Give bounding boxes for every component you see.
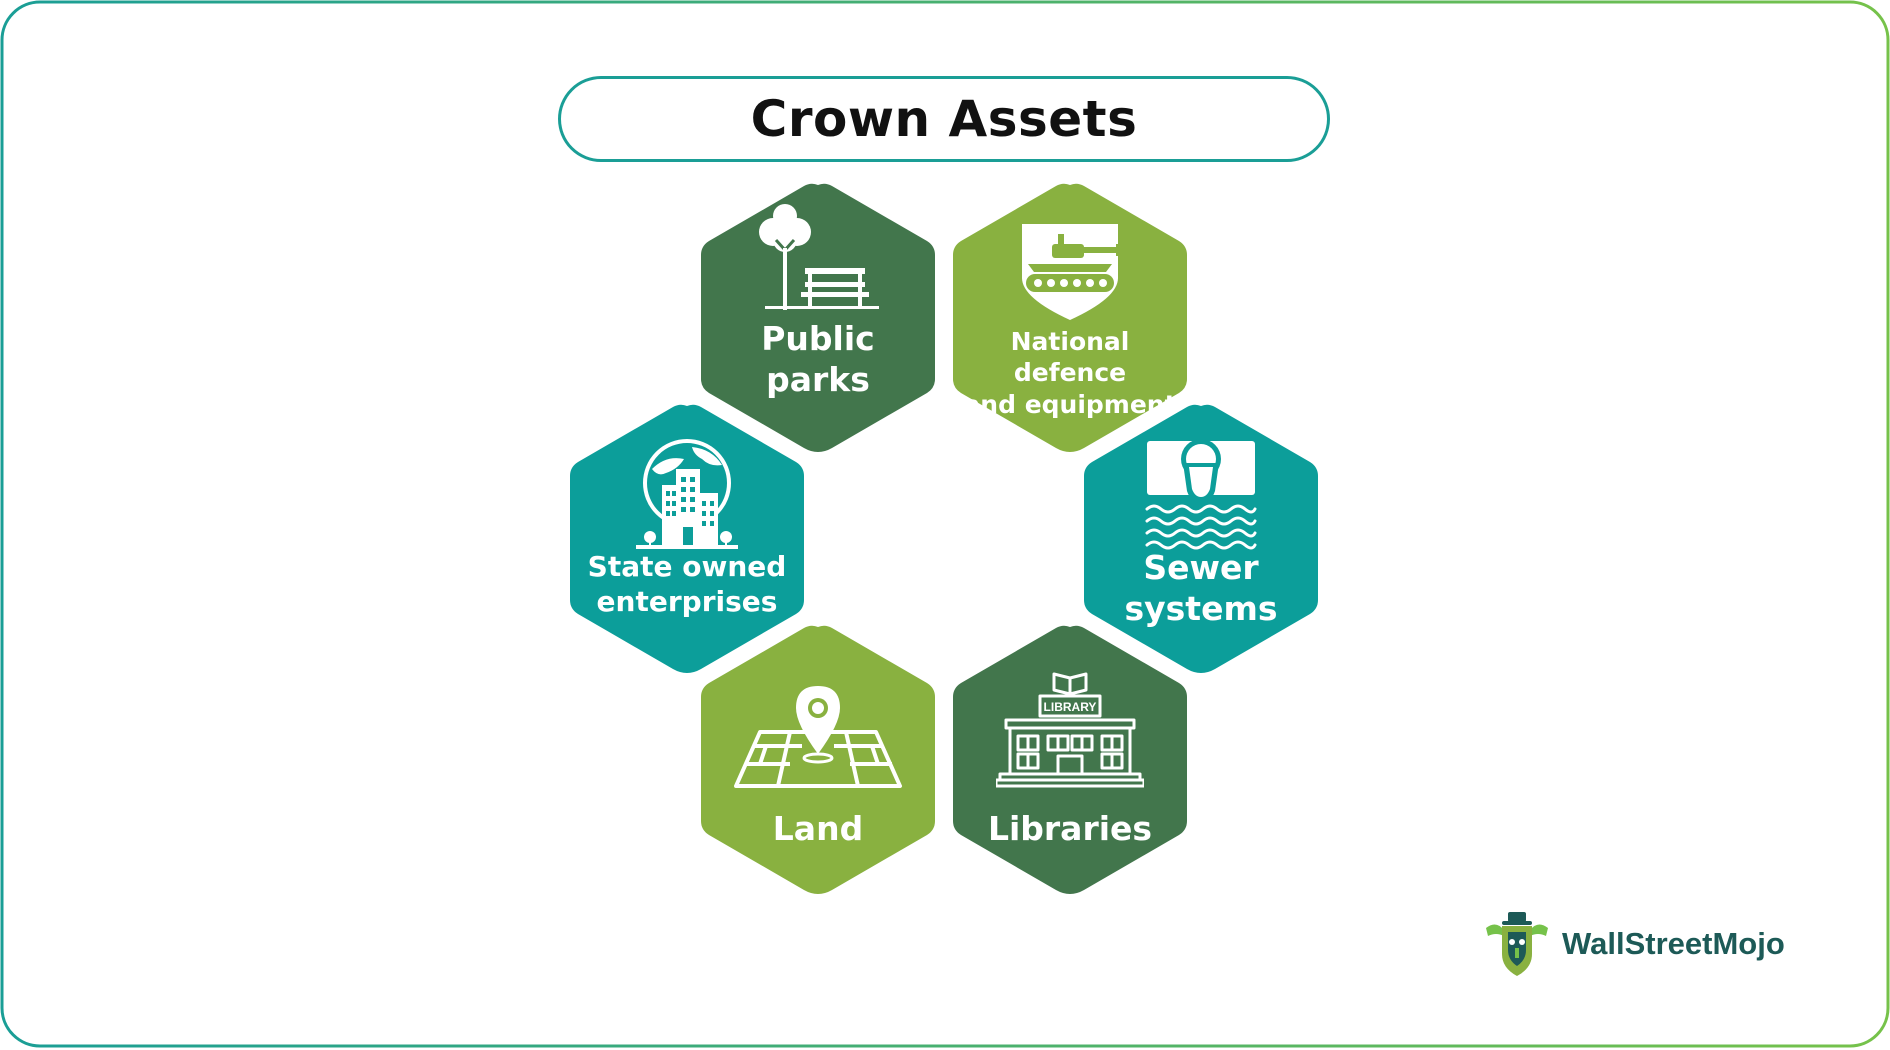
label-line-1: Public: [761, 319, 875, 358]
label-line-1: Land: [772, 809, 864, 848]
label-line-1: National defence: [1010, 327, 1130, 388]
hex-label: National defence and equipment: [951, 326, 1189, 420]
label-line-1: Libraries: [987, 809, 1153, 848]
hex-land: Land: [699, 624, 937, 894]
hex-label: Sewer systems: [1082, 547, 1320, 630]
label-line-2: and equipment: [963, 389, 1177, 419]
hex-label: Libraries: [951, 808, 1189, 849]
library-building-icon: LIBRARY: [996, 672, 1144, 788]
page-title: Crown Assets: [750, 90, 1138, 148]
park-bench-tree-icon: [759, 204, 879, 310]
brand-logo: WallStreetMojo: [1482, 910, 1785, 978]
map-location-pin-icon: [734, 686, 902, 788]
hex-label: Land: [699, 808, 937, 849]
brand-name: WallStreetMojo: [1562, 926, 1785, 961]
sewer-pipe-water-icon: [1145, 439, 1257, 550]
wallstreetmojo-logo-icon: [1486, 912, 1548, 976]
label-line-2: parks: [766, 360, 870, 400]
hex-libraries: LIBRARY Libraries: [951, 624, 1189, 894]
hex-national-defence: National defence and equipment: [951, 182, 1189, 452]
city-globe-buildings-icon: [636, 439, 738, 549]
label-line-2: systems: [1124, 589, 1278, 629]
hex-shape: [701, 183, 935, 452]
hex-state-owned-enterprises: State owned enterprises: [568, 403, 806, 673]
hex-public-parks: Public parks: [699, 182, 937, 452]
label-line-1: Sewer: [1143, 548, 1259, 587]
label-line-2: enterprises: [596, 585, 778, 618]
hex-shape: [1084, 404, 1318, 673]
label-line-1: State owned: [587, 550, 787, 583]
title-pill: Crown Assets: [558, 76, 1330, 162]
military-tank-shield-icon: [1022, 224, 1122, 320]
hex-label: Public parks: [699, 318, 937, 401]
hex-label: State owned enterprises: [568, 549, 806, 619]
library-sign-text: LIBRARY: [1044, 700, 1097, 714]
hex-shape: [701, 625, 935, 894]
hex-sewer-systems: Sewer systems: [1082, 403, 1320, 673]
hex-shape: [953, 625, 1187, 894]
